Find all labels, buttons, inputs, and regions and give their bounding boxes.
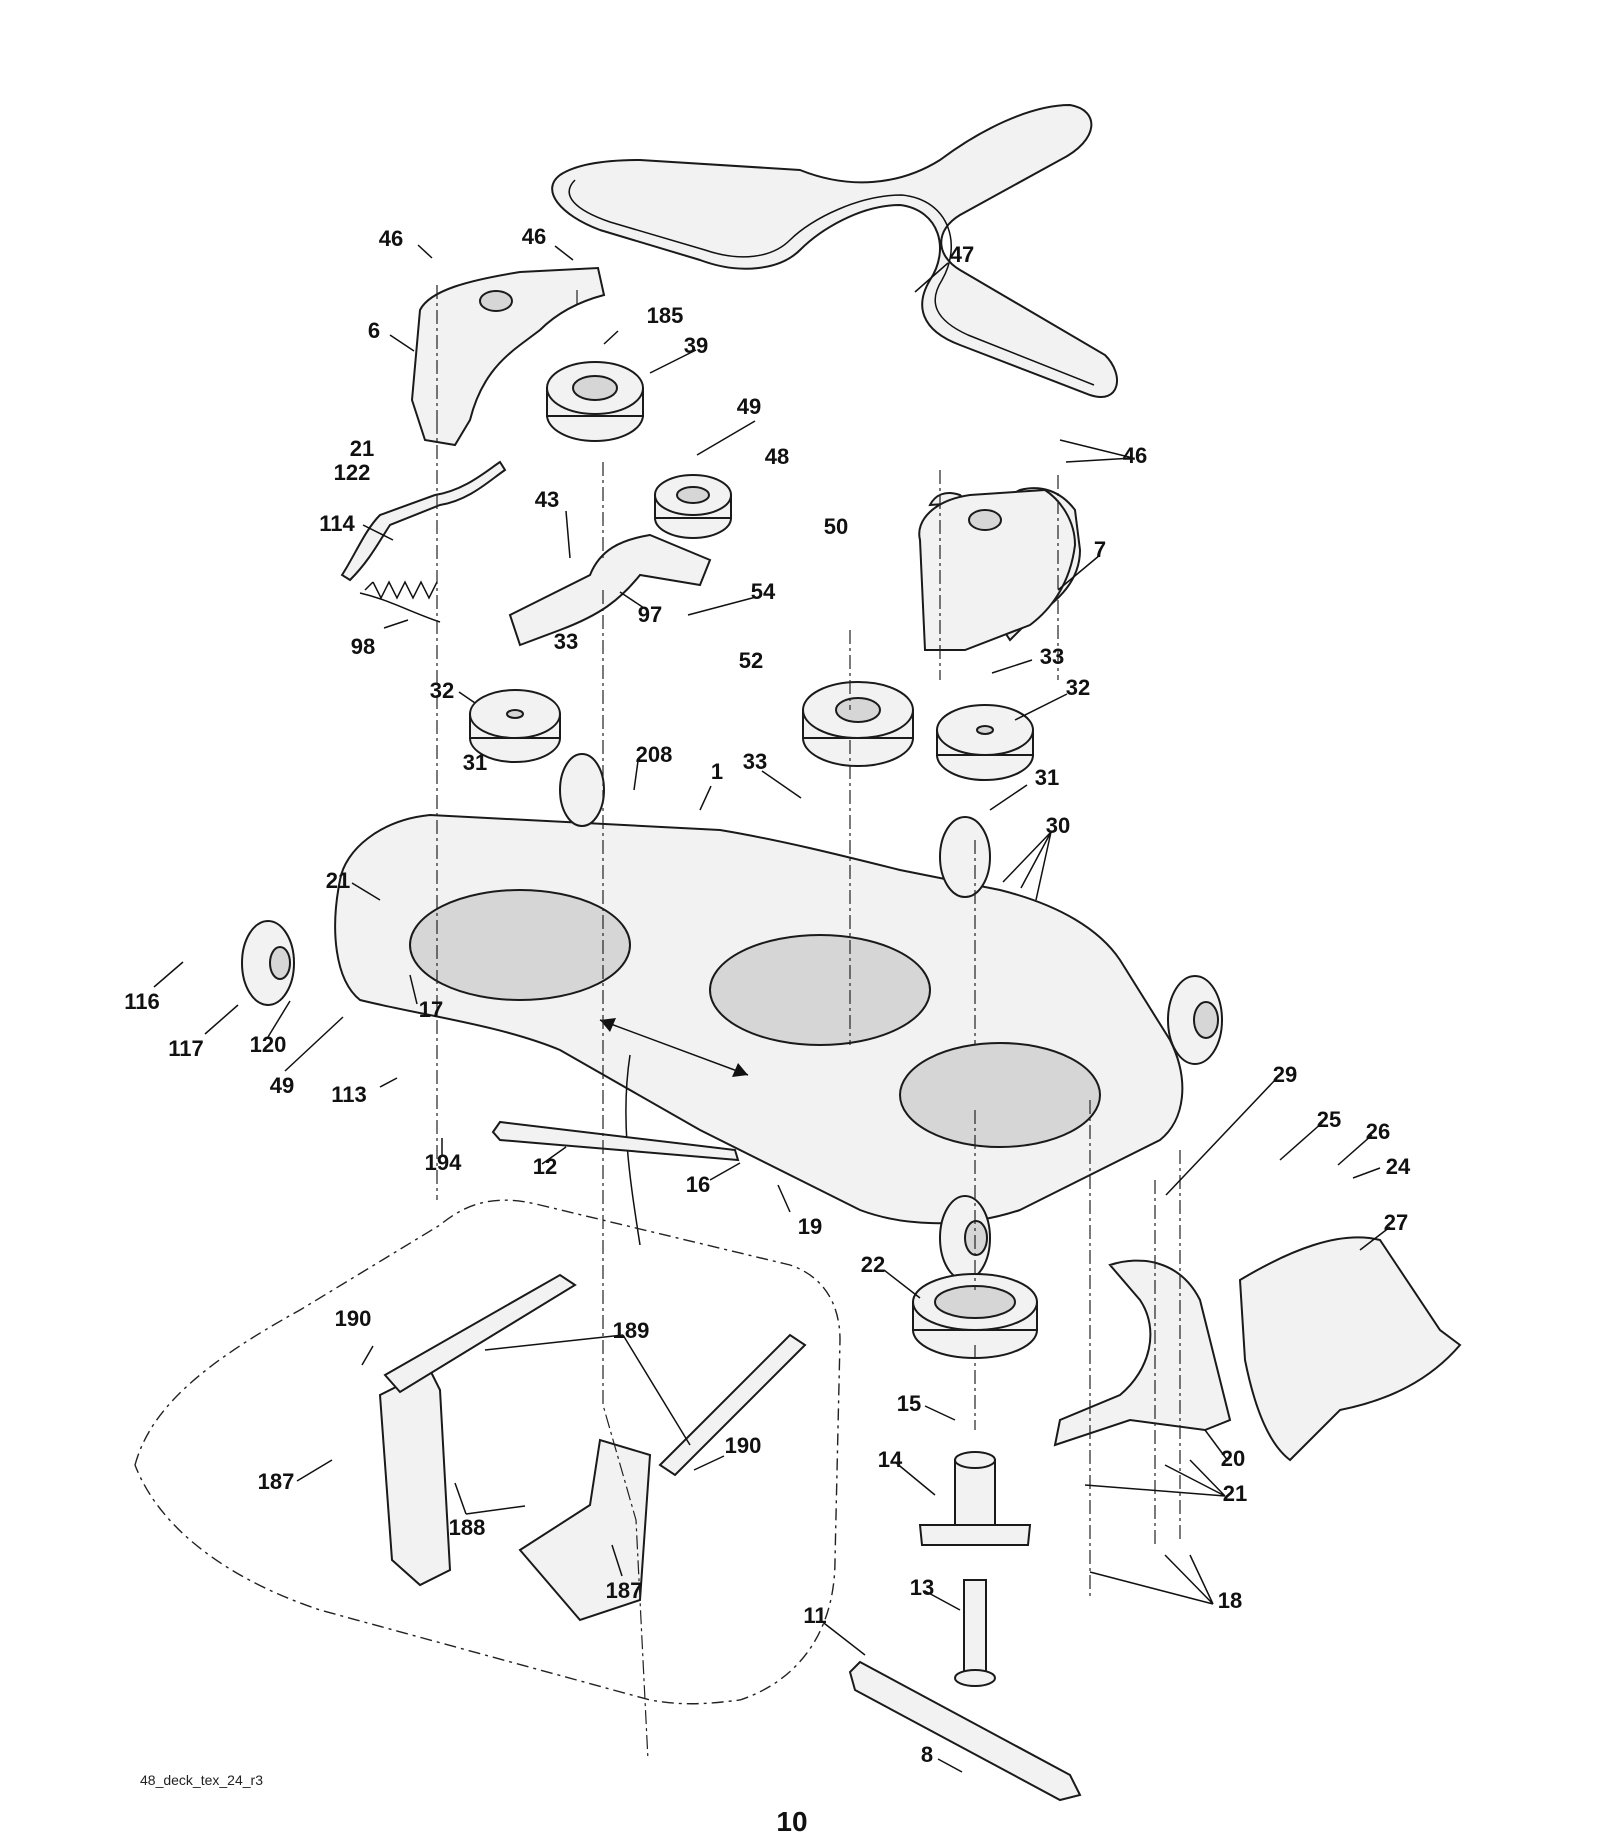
deck-pulley-right xyxy=(936,704,1034,781)
anti-scalp-roller xyxy=(912,1273,1038,1359)
callout-194: 194 xyxy=(424,1150,462,1175)
callout-50: 50 xyxy=(823,514,849,539)
callout-116: 116 xyxy=(124,989,160,1014)
callout-16: 16 xyxy=(685,1172,711,1197)
callout-31: 31 xyxy=(462,750,488,775)
callout-24: 24 xyxy=(1385,1154,1411,1179)
spindle-housing xyxy=(918,1451,1032,1546)
callout-33: 33 xyxy=(1039,644,1065,669)
callout-113: 113 xyxy=(331,1082,367,1107)
lift-link xyxy=(491,1120,740,1162)
callout-47: 47 xyxy=(949,242,975,267)
callout-48: 48 xyxy=(764,444,790,469)
belt-cover-left xyxy=(410,266,606,447)
callout-52: 52 xyxy=(738,648,764,673)
assembly-axes xyxy=(436,285,1181,1761)
callout-122: 122 xyxy=(333,460,371,485)
callout-15: 15 xyxy=(896,1391,922,1416)
gauge-wheel-front-right xyxy=(939,1195,991,1281)
callout-114: 114 xyxy=(319,511,355,536)
gauge-wheel-rear-right xyxy=(939,816,991,898)
callout-46: 46 xyxy=(1122,443,1148,468)
callout-31: 31 xyxy=(1034,765,1060,790)
callout-190: 190 xyxy=(334,1306,372,1331)
callout-33: 33 xyxy=(742,749,768,774)
idler-pulley-48 xyxy=(654,474,732,539)
callout-32: 32 xyxy=(429,678,455,703)
callout-8: 8 xyxy=(920,1742,934,1767)
callout-39: 39 xyxy=(683,333,709,358)
page-number: 10 xyxy=(776,1806,808,1837)
drive-belt xyxy=(551,103,1118,398)
callout-117: 117 xyxy=(168,1036,204,1061)
deck-pulley-center xyxy=(802,681,914,767)
callout-120: 120 xyxy=(249,1032,287,1057)
callout-190: 190 xyxy=(724,1433,762,1458)
discharge-chute xyxy=(1238,1236,1462,1462)
callout-7: 7 xyxy=(1093,537,1107,562)
gauge-wheel-right xyxy=(1167,975,1223,1065)
callout-14: 14 xyxy=(877,1447,903,1472)
callout-29: 29 xyxy=(1272,1062,1298,1087)
callout-189: 189 xyxy=(612,1318,650,1343)
drawing-file-label: 48_deck_tex_24_r3 xyxy=(140,1772,263,1788)
spindle-shaft xyxy=(954,1579,996,1687)
discharge-deflector xyxy=(1053,1259,1232,1447)
callout-97: 97 xyxy=(637,602,663,627)
callout-22: 22 xyxy=(860,1252,886,1277)
callout-27: 27 xyxy=(1383,1210,1409,1235)
callout-13: 13 xyxy=(909,1575,935,1600)
callout-46: 46 xyxy=(378,226,404,251)
deck-hanger-kit-outline xyxy=(134,1199,841,1705)
callout-54: 54 xyxy=(750,579,776,604)
callout-187: 187 xyxy=(605,1578,643,1603)
callout-30: 30 xyxy=(1045,813,1071,838)
callout-26: 26 xyxy=(1365,1119,1391,1144)
callout-21: 21 xyxy=(349,436,375,461)
callout-11: 11 xyxy=(803,1603,827,1628)
callout-21: 21 xyxy=(325,868,351,893)
idler-pulley-39 xyxy=(546,361,644,442)
callout-43: 43 xyxy=(534,487,560,512)
callout-46: 46 xyxy=(521,224,547,249)
callout-20: 20 xyxy=(1220,1446,1246,1471)
gauge-wheel-front-left xyxy=(241,920,295,1006)
callout-98: 98 xyxy=(350,634,376,659)
callout-17: 17 xyxy=(418,997,444,1022)
callout-185: 185 xyxy=(646,303,684,328)
hanger-bracket-right xyxy=(518,1333,807,1622)
callout-25: 25 xyxy=(1316,1107,1342,1132)
callout-208: 208 xyxy=(635,742,673,767)
callout-49: 49 xyxy=(736,394,762,419)
callout-188: 188 xyxy=(448,1515,486,1540)
callout-19: 19 xyxy=(797,1214,823,1239)
callout-33: 33 xyxy=(553,629,579,654)
belt-cover-right xyxy=(918,487,1082,651)
callout-1: 1 xyxy=(710,759,724,784)
callout-18: 18 xyxy=(1217,1588,1243,1613)
callout-leaders xyxy=(153,244,1391,1773)
tension-spring xyxy=(359,580,441,623)
callout-12: 12 xyxy=(532,1154,558,1179)
callout-187: 187 xyxy=(257,1469,295,1494)
callout-21: 21 xyxy=(1222,1481,1248,1506)
mower-blade xyxy=(848,1660,1082,1802)
callout-6: 6 xyxy=(367,318,381,343)
deck-pulley-left xyxy=(469,689,561,763)
idler-bracket xyxy=(508,533,712,647)
hanger-bracket-left xyxy=(378,1273,577,1587)
gauge-wheel-rear-left xyxy=(559,753,605,827)
callout-49: 49 xyxy=(269,1073,295,1098)
mower-deck-housing xyxy=(334,813,1184,1225)
callout-32: 32 xyxy=(1065,675,1091,700)
